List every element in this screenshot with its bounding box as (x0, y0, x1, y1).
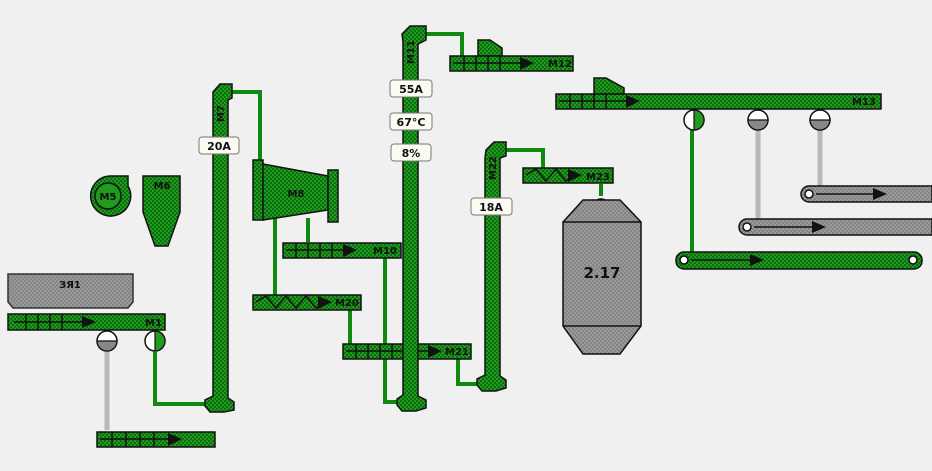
m11-temperature-readout: 67°C (389, 112, 433, 131)
m13-label: M13 (852, 97, 876, 108)
hopper-label: ЗЯ1 (59, 280, 81, 291)
m22-label: M22 (488, 156, 499, 180)
hopper-zya1[interactable]: ЗЯ1 (7, 273, 134, 309)
m1-label: M1 (145, 318, 162, 329)
fan-m5[interactable]: M5 (89, 175, 132, 217)
m22-current-readout: 18A (470, 197, 513, 216)
elevator-m7[interactable]: M7 (204, 83, 235, 413)
m10-label: M10 (373, 246, 397, 257)
m11-percent-text: 8% (402, 147, 421, 160)
conveyor-m12[interactable]: M12 (449, 39, 574, 72)
conveyor-m13[interactable]: M13 (555, 77, 882, 110)
m5-label: M5 (100, 192, 117, 203)
m11-current-text: 55A (399, 83, 423, 96)
m7-current-text: 20A (207, 140, 231, 153)
pipe-m11-to-m12 (422, 32, 464, 56)
conveyor-m10[interactable]: M10 (282, 242, 402, 259)
m11-label: M11 (406, 40, 417, 64)
m11-temperature-text: 67°C (397, 116, 426, 129)
pipe-m7-to-m8 (228, 90, 262, 162)
m7-label: M7 (216, 105, 227, 122)
belt-conveyor-lower-green[interactable] (675, 251, 923, 270)
gray-pipes (104, 130, 823, 430)
elevator-m22[interactable]: M22 (476, 141, 507, 392)
m23-label: M23 (586, 172, 610, 183)
gate-gray-m1[interactable] (96, 330, 118, 352)
pipes (153, 32, 694, 406)
gate-green-m1[interactable] (144, 330, 166, 352)
pipe-m22-to-m23 (500, 148, 545, 168)
gate-gray-m13-a[interactable] (747, 109, 769, 131)
storage-silo[interactable]: 2.17 (562, 198, 642, 355)
drum-m8[interactable]: M8 (252, 159, 339, 223)
belt-conveyor-upper-gray[interactable] (800, 185, 932, 203)
pipe-m1-to-m7 (153, 352, 210, 406)
m7-current-readout: 20A (198, 136, 240, 155)
m6-label: M6 (154, 181, 171, 192)
m21-label: M21 (445, 347, 469, 358)
m8-label: M8 (288, 189, 305, 200)
m20-label: M20 (335, 298, 359, 309)
belt-conveyor-middle-gray[interactable] (738, 218, 932, 236)
gate-green-m13[interactable] (683, 109, 705, 131)
screw-conveyor-m23[interactable]: M23 (522, 167, 614, 184)
cyclone-m6[interactable]: M6 (142, 175, 181, 247)
conveyor-bottom[interactable] (96, 431, 216, 448)
conveyor-m1[interactable]: M1 (7, 313, 166, 331)
m12-label: M12 (548, 59, 572, 70)
pipe-m10-to-m11 (383, 258, 400, 404)
pipe-m21-to-m22 (456, 358, 482, 386)
m22-current-text: 18A (479, 201, 503, 214)
screw-conveyor-m20[interactable]: M20 (252, 294, 362, 311)
silo-level-value: 2.17 (583, 264, 620, 282)
m11-current-readout: 55A (389, 79, 433, 98)
gate-gray-m13-b[interactable] (809, 109, 831, 131)
m11-percent-readout: 8% (390, 143, 432, 162)
